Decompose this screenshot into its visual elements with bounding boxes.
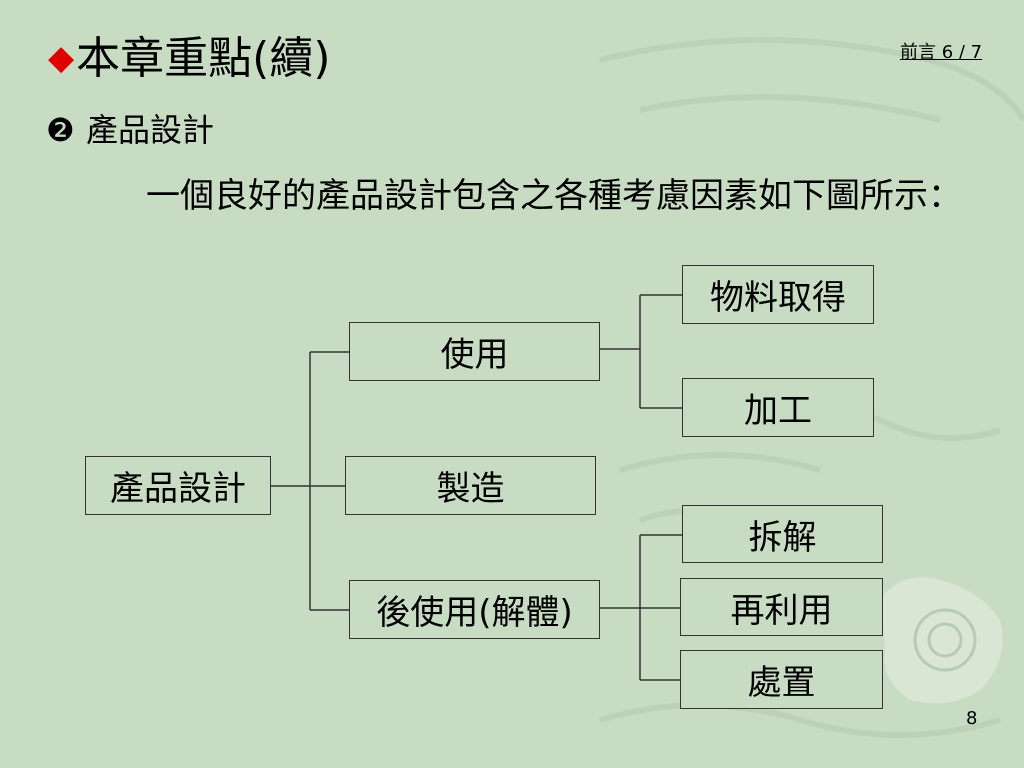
node-manufacture: 製造 — [345, 456, 596, 515]
node-disposal: 處置 — [680, 650, 883, 709]
slide-title: ◆本章重點(續) — [48, 28, 331, 89]
node-disassembly: 拆解 — [682, 505, 883, 563]
node-processing: 加工 — [682, 378, 874, 437]
body-paragraph: 一個良好的產品設計包含之各種考慮因素如下圖所示： — [146, 176, 962, 216]
section-subtitle: ❷ 產品設計 — [46, 108, 214, 152]
circled-two-icon: ❷ — [46, 111, 75, 149]
node-post-use: 後使用(解體) — [349, 580, 600, 639]
nav-link-preface[interactable]: 前言 6 / 7 — [900, 42, 983, 63]
slide-title-text: 本章重點(續) — [76, 33, 331, 84]
node-reuse: 再利用 — [680, 578, 883, 636]
red-diamond-bullet-icon: ◆ — [48, 38, 75, 78]
section-subtitle-text: 產品設計 — [86, 111, 215, 149]
node-material-acquisition: 物料取得 — [682, 265, 874, 324]
page-number: 8 — [966, 708, 978, 729]
node-use: 使用 — [349, 322, 600, 381]
node-product-design: 產品設計 — [85, 456, 271, 515]
